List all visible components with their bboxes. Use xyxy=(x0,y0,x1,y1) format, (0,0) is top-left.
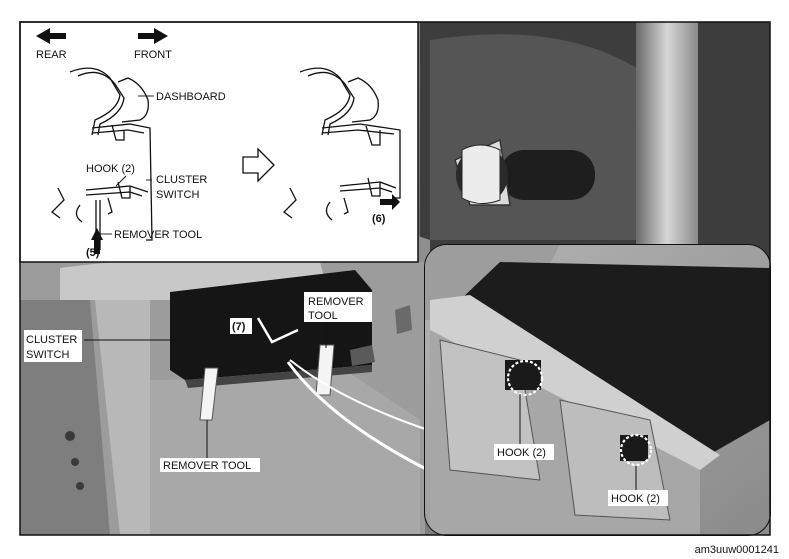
label-step-7: (7) xyxy=(232,321,246,333)
label-hook: HOOK (2) xyxy=(86,163,135,175)
remover-tool-left xyxy=(199,367,219,421)
pull-rear-arrow-icon xyxy=(380,194,400,210)
label-step-5: (5) xyxy=(86,247,100,259)
screw-hole xyxy=(71,458,79,466)
inset-closeup-photo: HOOK (2) HOOK (2) xyxy=(424,244,771,536)
label-box-remover-top xyxy=(304,292,372,322)
a-pillar xyxy=(636,22,698,272)
dashboard-shade xyxy=(430,34,640,241)
next-step-arrow-icon xyxy=(242,147,275,183)
inset-leader-lines xyxy=(100,95,154,235)
front-arrow-icon xyxy=(138,28,168,44)
label-main-cluster-2: SWITCH xyxy=(26,349,69,361)
left-panel-edge xyxy=(95,300,150,535)
screw-hole xyxy=(76,482,84,490)
zoom-connector-2 xyxy=(289,359,429,431)
label-main-remover-bottom: REMOVER TOOL xyxy=(163,460,251,472)
inset-procedure-diagram: REAR FRONT (5) DASHB xyxy=(19,21,419,263)
inset-frame xyxy=(19,21,419,263)
closeup-cluster-switch xyxy=(460,262,770,460)
label-dashboard: DASHBOARD xyxy=(156,91,226,103)
knee-panel xyxy=(150,360,420,535)
label-cluster-switch-1: CLUSTER xyxy=(156,174,207,186)
label-box-remover-bottom xyxy=(160,458,260,472)
label-step-6: (6) xyxy=(372,213,386,225)
hook-highlight-b xyxy=(619,433,653,467)
figure-id: am3uuw0001241 xyxy=(695,544,779,556)
label-box-hook-b xyxy=(608,490,668,506)
label-main-cluster-1: CLUSTER xyxy=(26,334,77,346)
label-hook-a: HOOK (2) xyxy=(497,447,546,459)
mount-boss xyxy=(395,305,412,334)
label-remover-tool: REMOVER TOOL xyxy=(114,229,202,241)
push-up-arrow-icon xyxy=(91,228,103,254)
figure-border xyxy=(19,21,771,536)
label-front: FRONT xyxy=(134,49,172,61)
label-box-cluster xyxy=(24,330,82,362)
hook-highlight-a xyxy=(506,359,544,397)
zoom-connector xyxy=(286,361,429,472)
rear-arrow-icon xyxy=(36,28,66,44)
mount-boss xyxy=(350,345,375,366)
step7-arrow xyxy=(256,317,299,344)
label-rear: REAR xyxy=(36,49,67,61)
label-main-remover-top-1: REMOVER xyxy=(308,296,364,308)
steering-stalk xyxy=(454,138,595,206)
label-hook-b: HOOK (2) xyxy=(611,493,660,505)
label-cluster-switch-2: SWITCH xyxy=(156,189,199,201)
after-state-drawing xyxy=(283,67,401,221)
screw-hole xyxy=(65,431,75,441)
label-box-step7 xyxy=(230,318,252,334)
main-photo-labels: CLUSTER SWITCH REMOVER TOOL (7) REMOVER … xyxy=(24,292,372,472)
label-box-hook-a xyxy=(494,444,554,460)
label-main-remover-top-2: TOOL xyxy=(308,310,338,322)
